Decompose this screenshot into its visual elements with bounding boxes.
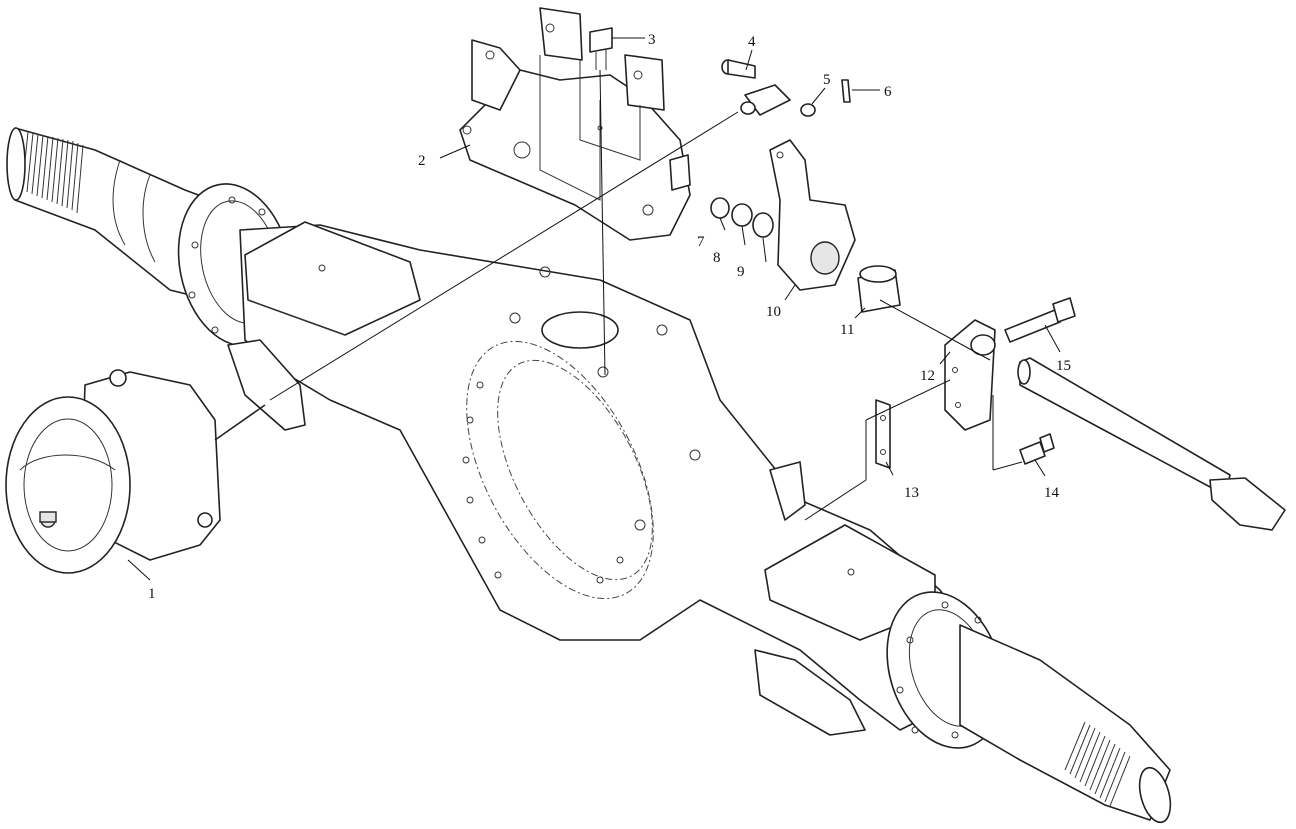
callout-12: 12 xyxy=(920,368,935,384)
bolt-14 xyxy=(1019,433,1055,465)
ring-9 xyxy=(752,212,774,238)
banjo-opening xyxy=(466,340,654,600)
bolt-3 xyxy=(589,27,613,70)
right-spindle-end xyxy=(1138,766,1172,824)
right-spline-grooves xyxy=(1064,721,1131,807)
assembly-lines xyxy=(127,37,1061,581)
bracket-tab xyxy=(769,461,806,521)
callout-11: 11 xyxy=(840,322,854,338)
slack-adjuster-10 xyxy=(769,139,856,291)
brake-chamber xyxy=(5,369,266,574)
callout-6: 6 xyxy=(884,84,892,100)
washer-5 xyxy=(800,103,816,117)
left-spindle-end xyxy=(6,127,26,201)
callout-10: 10 xyxy=(766,304,781,320)
callout-labels: 1 2 3 4 5 6 7 8 9 10 11 12 13 14 15 xyxy=(148,32,1071,602)
cotter-pin-6 xyxy=(841,79,851,103)
ring-7 xyxy=(710,197,730,219)
callout-13: 13 xyxy=(904,485,919,501)
shim-plate-13 xyxy=(875,399,891,469)
callout-7: 7 xyxy=(697,234,705,250)
callout-4: 4 xyxy=(748,34,756,50)
callout-14: 14 xyxy=(1044,485,1060,501)
ring-8 xyxy=(731,203,753,227)
left-spline-grooves xyxy=(21,131,84,214)
left-lower-mount xyxy=(227,339,306,431)
banjo-bolt-holes xyxy=(462,381,624,584)
bushing-11 xyxy=(857,265,901,313)
callout-1: 1 xyxy=(148,586,156,602)
callout-9: 9 xyxy=(737,264,745,280)
axle-housing xyxy=(6,127,1172,824)
camshaft xyxy=(1017,357,1286,531)
top-port xyxy=(541,311,619,349)
callout-15: 15 xyxy=(1056,358,1071,374)
callout-5: 5 xyxy=(823,72,831,88)
upper-bracket xyxy=(459,7,691,241)
right-spindle xyxy=(959,624,1171,821)
clevis-pin-4 xyxy=(721,59,791,116)
callout-8: 8 xyxy=(713,250,721,266)
bolt-15 xyxy=(1004,297,1076,343)
camshaft-bracket-12 xyxy=(944,319,996,431)
callout-3: 3 xyxy=(648,32,656,48)
callout-2: 2 xyxy=(418,153,426,169)
right-lower-mount xyxy=(754,649,866,736)
